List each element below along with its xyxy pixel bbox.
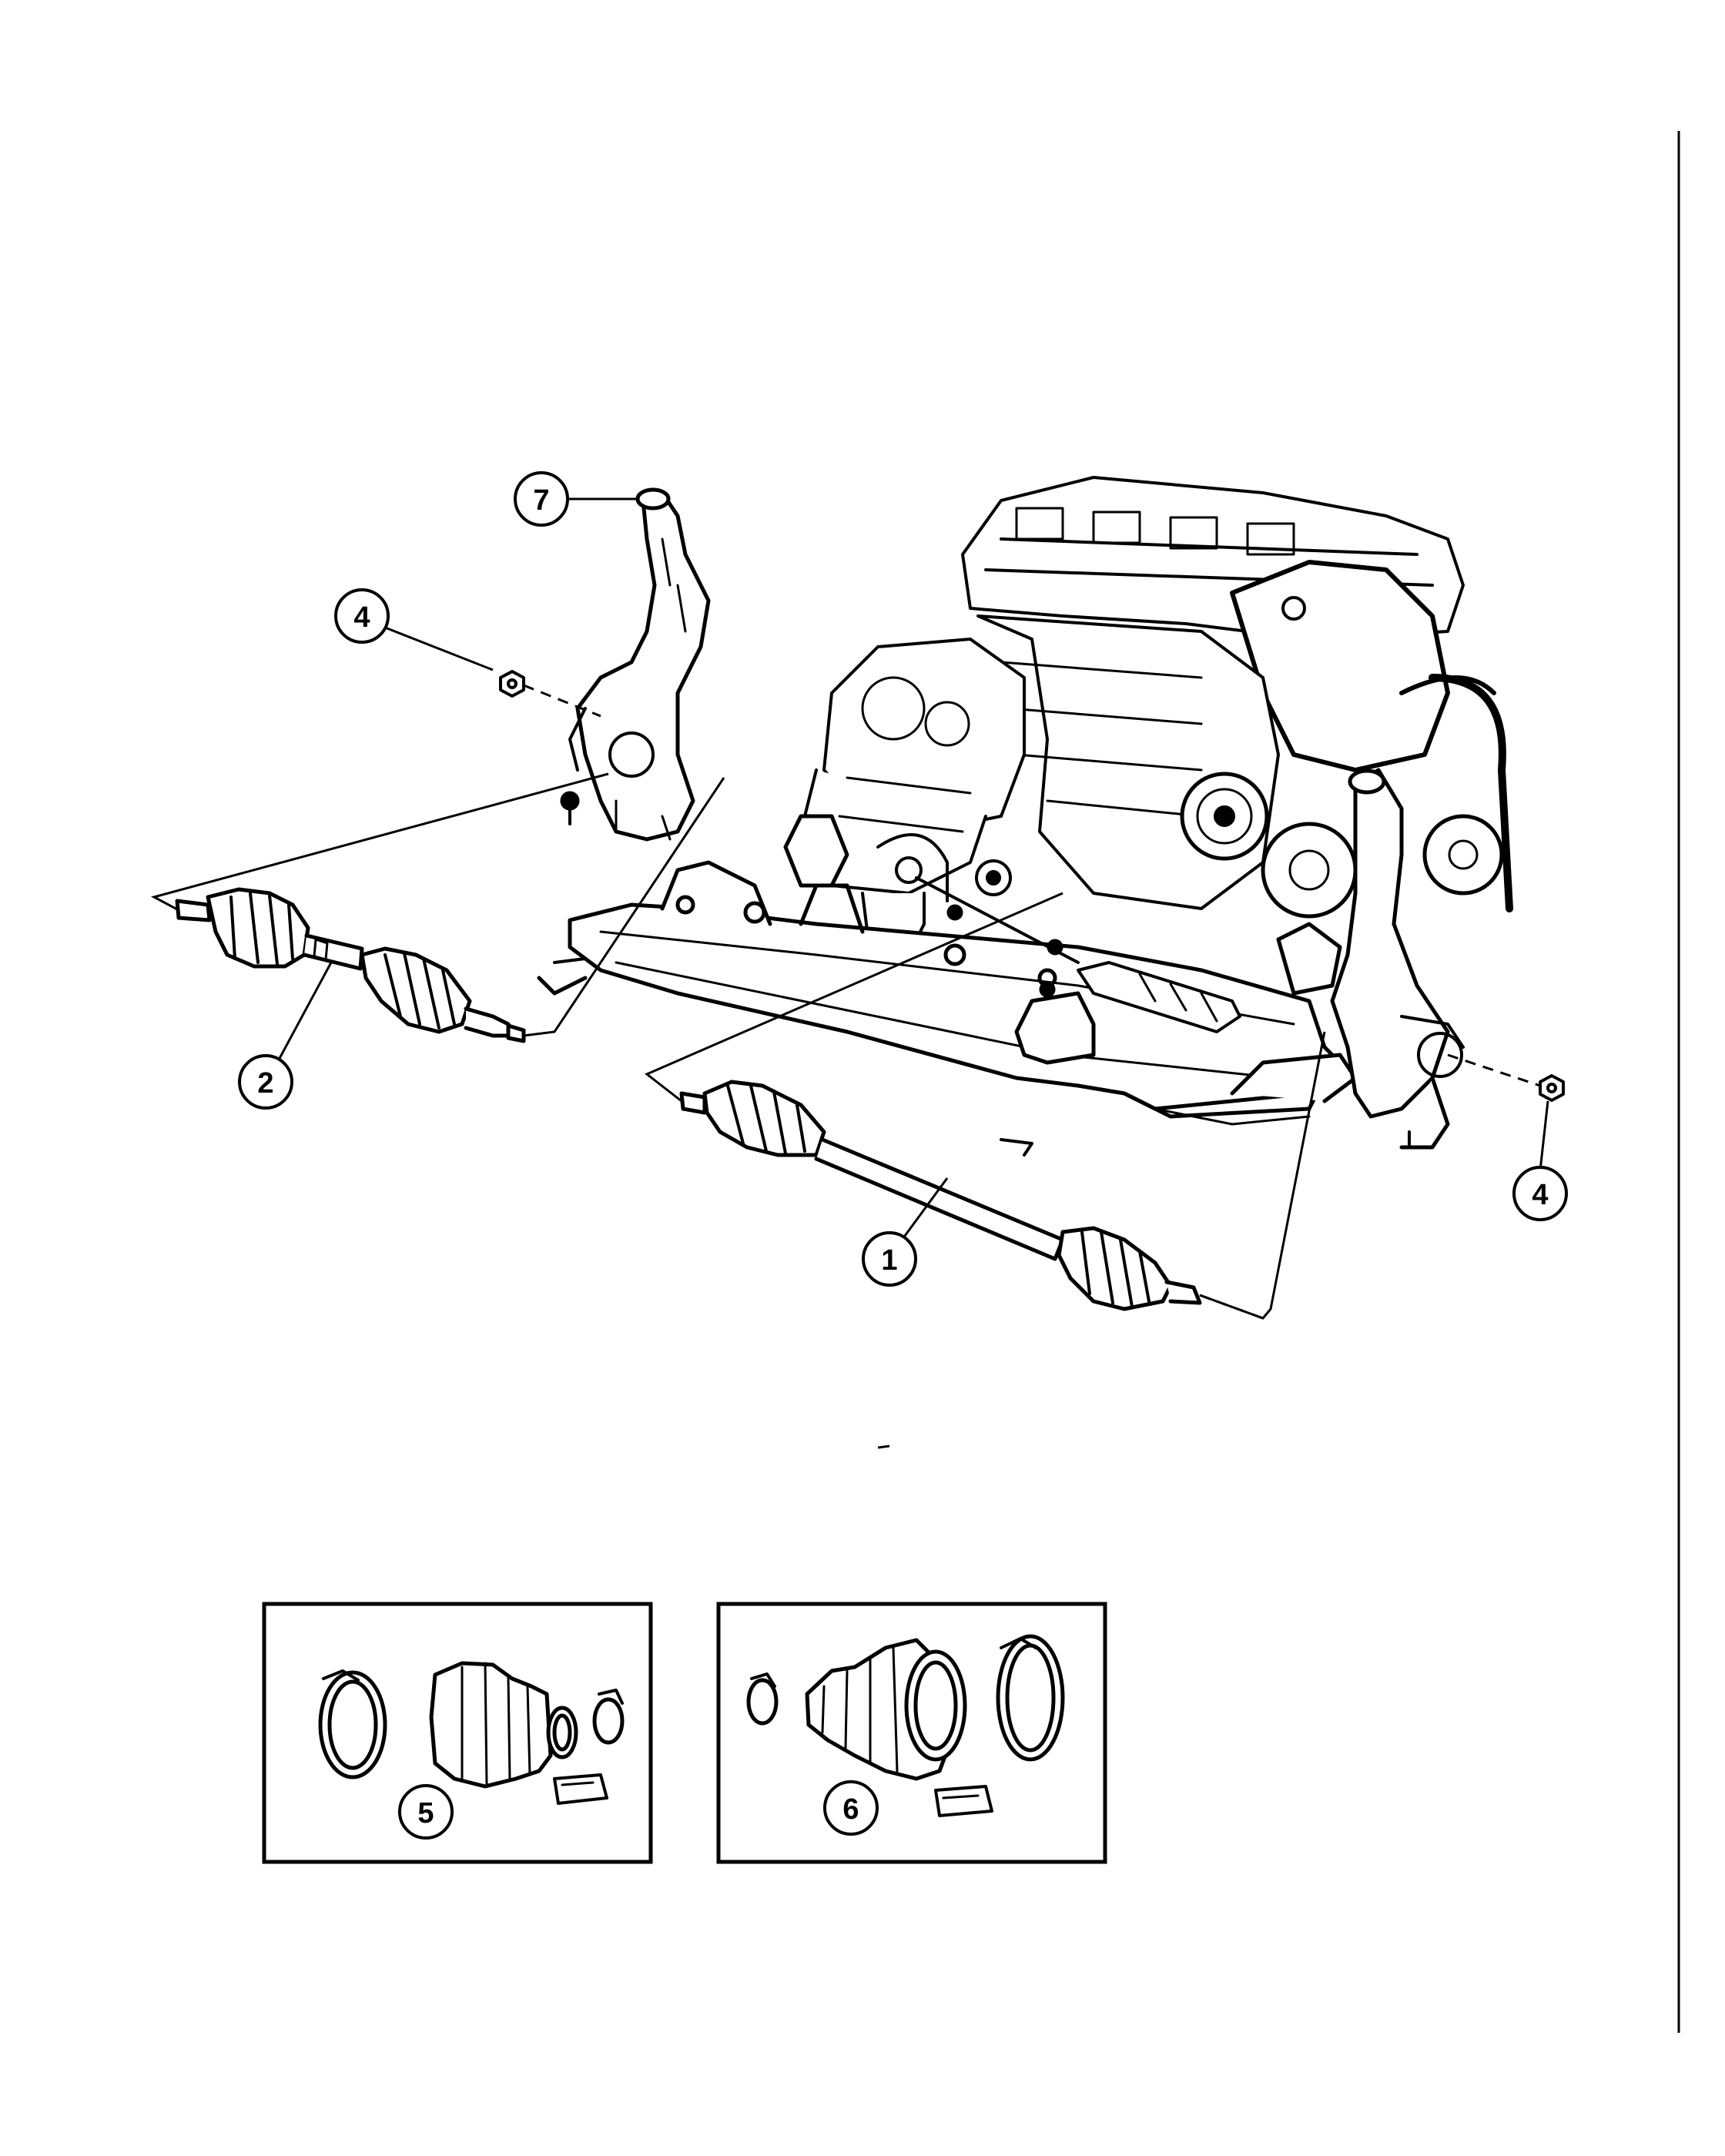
grease-packet-5 <box>553 1773 608 1805</box>
small-clamp-5 <box>592 1697 625 1745</box>
leader-lines <box>276 497 1549 1237</box>
stray-mark <box>877 1445 890 1449</box>
callout-5-label: 5 <box>417 1797 434 1830</box>
callout-4-right: 4 <box>1512 1166 1568 1221</box>
large-clamp-6 <box>996 1634 1065 1762</box>
callout-2-label: 2 <box>257 1067 273 1100</box>
assembly-guide-lines <box>150 772 1326 1320</box>
callout-4-left: 4 <box>334 588 390 644</box>
callout-7: 7 <box>514 471 569 527</box>
grease-packet-6 <box>934 1785 993 1817</box>
callout-4-right-label: 4 <box>1532 1179 1548 1211</box>
callout-4-left-label: 4 <box>353 601 370 634</box>
hub-nut-right <box>1539 1074 1565 1102</box>
inset-boot-kit-outer: 5 <box>262 1602 653 1864</box>
callout-2: 2 <box>238 1054 293 1110</box>
drive-shaft-left <box>175 887 526 1043</box>
callout-7-label: 7 <box>533 484 549 517</box>
large-clamp-5 <box>318 1670 387 1779</box>
hub-nut-left <box>499 670 525 698</box>
drive-shaft-right <box>679 1080 1202 1311</box>
callout-6-label: 6 <box>842 1793 859 1826</box>
small-clamp-6 <box>746 1678 779 1726</box>
callout-1: 1 <box>862 1231 917 1287</box>
steering-knuckle-left <box>560 487 711 842</box>
engine-assembly <box>799 476 1513 972</box>
hub-axis-lines <box>523 684 1541 1087</box>
callout-1-label: 1 <box>881 1244 897 1277</box>
inset-boot-kit-inner: 6 <box>716 1602 1107 1864</box>
front-cradle-subframe <box>537 814 1358 1157</box>
steering-knuckle-right <box>1330 768 1465 1150</box>
